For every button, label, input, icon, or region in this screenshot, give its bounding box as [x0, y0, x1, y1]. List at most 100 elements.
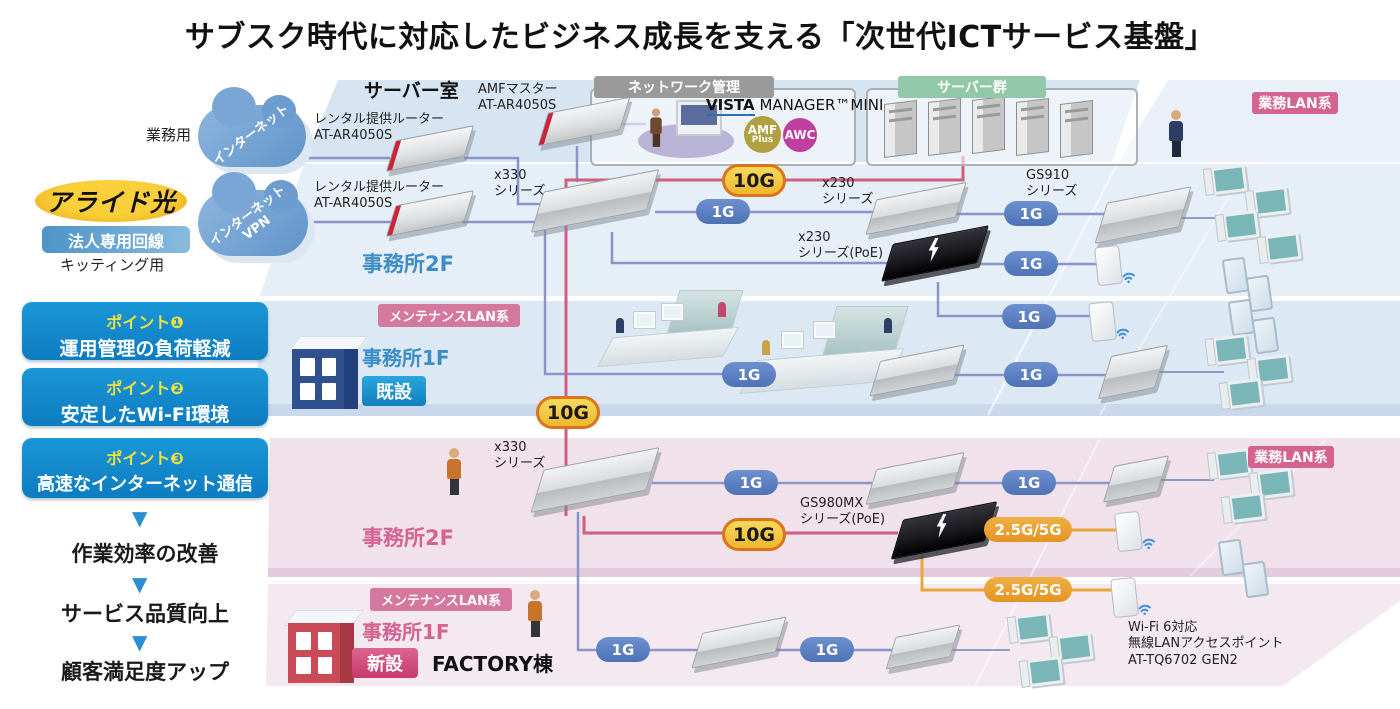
vista-rest: MANAGER™MINI [754, 96, 884, 114]
desktop-pc-icon [1222, 210, 1260, 241]
tablet-icon [1217, 538, 1246, 577]
device-links-thin [950, 217, 1226, 651]
server-tower-icon [928, 97, 961, 157]
tablet-icon [1227, 298, 1256, 337]
admin-person-icon [649, 108, 662, 147]
tablet-icon [1241, 560, 1270, 599]
outcome-3: 顧客満足度アップ [61, 660, 229, 684]
x230-poe-label: x230 シリーズ(PoE) [798, 230, 884, 262]
point-2-box: ポイント❷ 安定したWi-Fi環境 [22, 368, 268, 426]
rental-router-2-label: レンタル提供ルーター AT-AR4050S [314, 180, 445, 212]
building-icon-new [283, 610, 365, 684]
office-1f-lower-label: 事務所1F [362, 620, 450, 644]
wifi-waves-icon [1122, 272, 1135, 284]
amf-master-label: AMFマスター AT-AR4050S [478, 82, 558, 114]
maintenance-lan-zone-badge-upper: メンテナンスLAN系 [378, 304, 520, 327]
desktop-pc-icon [1210, 164, 1248, 195]
office-2f-upper-label: 事務所2F [362, 252, 454, 276]
server-tower-icon [1016, 97, 1049, 157]
wifi-waves-icon [1138, 604, 1151, 616]
speed-badge-1g: 1G [1002, 470, 1056, 495]
floor-lower-edge [268, 568, 1400, 577]
maintenance-lan-zone-badge-lower: メンテナンスLAN系 [370, 588, 512, 611]
server-group-zone-badge: サーバー群 [898, 76, 1046, 98]
down-arrow-icon: ▼ [132, 506, 148, 530]
building-icon-existing [287, 336, 369, 410]
speed-badge-10g: 10G [722, 518, 786, 551]
awc-badge: AWC [783, 118, 817, 152]
point-1-text: 運用管理の負荷軽減 [59, 338, 231, 360]
rental-router-1-label: レンタル提供ルーター AT-AR4050S [314, 112, 445, 144]
wireless-ap-icon [1088, 300, 1117, 343]
x330-upper-label: x330 シリーズ [494, 168, 546, 200]
worker-person-icon-factory [527, 590, 543, 638]
internet-vpn-cloud-icon: インターネット VPN [198, 172, 308, 256]
x230-label: x230 シリーズ [822, 176, 874, 208]
business-lan-zone-badge-lower: 業務LAN系 [1248, 446, 1334, 468]
wireless-ap-icon [1114, 510, 1143, 553]
desktop-pc-icon [1252, 186, 1290, 217]
speed-badge-1g: 1G [696, 199, 750, 224]
speed-badge-1g: 1G [596, 637, 650, 662]
speed-badge-1g: 1G [1002, 304, 1056, 329]
speed-badge-1g: 1G [800, 637, 854, 662]
desktop-pc-icon [1026, 656, 1064, 687]
desktop-pc-icon [1014, 612, 1052, 643]
office-2f-lower-label: 事務所2F [362, 526, 454, 550]
down-arrow-icon: ▼ [132, 630, 148, 654]
poe-lightning-icon [928, 238, 939, 262]
network-mgmt-zone-badge: ネットワーク管理 [594, 76, 774, 98]
speed-badge-1g: 1G [1004, 362, 1058, 387]
wifi-waves-icon [1142, 538, 1155, 550]
vista-bold: VISTA [706, 96, 755, 116]
speed-badge-10g: 10G [536, 396, 600, 429]
down-arrow-icon: ▼ [132, 572, 148, 596]
standing-person-icon-top-right [1168, 110, 1184, 158]
speed-badge-10g: 10G [722, 164, 786, 197]
factory-label: FACTORY棟 [432, 652, 553, 676]
internet-cloud-icon: インターネット [198, 87, 306, 169]
server-tower-icon [884, 99, 917, 159]
vista-manager-mini-label: VISTA MANAGER™MINI [706, 96, 884, 116]
existing-badge: 既設 [362, 376, 426, 406]
desktop-pc-icon [1214, 448, 1252, 479]
poe-lightning-icon [936, 514, 947, 538]
speed-badge-1g: 1G [722, 362, 776, 387]
speed-badge-1g: 1G [1004, 251, 1058, 276]
business-use-label: 業務用 [146, 126, 192, 144]
worker-person-icon-lower-2f [446, 448, 462, 496]
wifi6-ap-label: Wi-Fi 6対応 無線LANアクセスポイント AT-TQ6702 GEN2 [1128, 620, 1284, 668]
amf-plus-text: AMF [747, 123, 778, 137]
gs980mx-label: GS980MX シリーズ(PoE) [800, 496, 886, 528]
kitting-use-label: キッティング用 [60, 256, 165, 274]
office-illustration-cluster [596, 288, 760, 388]
tablet-icon [1221, 256, 1250, 295]
internet-cloud-label: インターネット [210, 101, 293, 169]
page-title: サブスク時代に対応したビジネス成長を支える「次世代ICTサービス基盤」 [184, 20, 1216, 55]
gs910-label: GS910 シリーズ [1026, 168, 1078, 200]
office-illustration-cluster [739, 302, 922, 417]
speed-badge-1g: 1G [724, 470, 778, 495]
point-2-text: 安定したWi-Fi環境 [60, 404, 230, 426]
wifi-waves-icon [1116, 328, 1129, 340]
server-room-label: サーバー室 [364, 80, 459, 102]
point-3-box: ポイント❸ 高速なインターネット通信 [22, 438, 268, 498]
desktop-pc-icon [1228, 492, 1266, 523]
speed-badge-1g: 1G [1004, 201, 1058, 226]
speed-badge-2-5g-5g: 2.5G/5G [984, 517, 1072, 542]
outcome-2: サービス品質向上 [61, 602, 229, 626]
point-1-box: ポイント❶ 運用管理の負荷軽減 [22, 302, 268, 360]
point-2-number: ポイント❷ [106, 379, 184, 398]
admin-monitor-icon [676, 100, 722, 136]
desktop-pc-icon [1226, 378, 1264, 409]
speed-badge-2-5g-5g: 2.5G/5G [984, 577, 1072, 602]
business-lan-zone-badge-top: 業務LAN系 [1252, 92, 1338, 114]
x330-lower-label: x330 シリーズ [494, 440, 546, 472]
outcome-1: 作業効率の改善 [71, 542, 219, 566]
point-3-number: ポイント❸ [106, 449, 184, 468]
desktop-pc-icon [1264, 232, 1302, 263]
amf-plus-sub: Plus [751, 135, 774, 145]
office-1f-upper-label: 事務所1F [362, 346, 450, 370]
